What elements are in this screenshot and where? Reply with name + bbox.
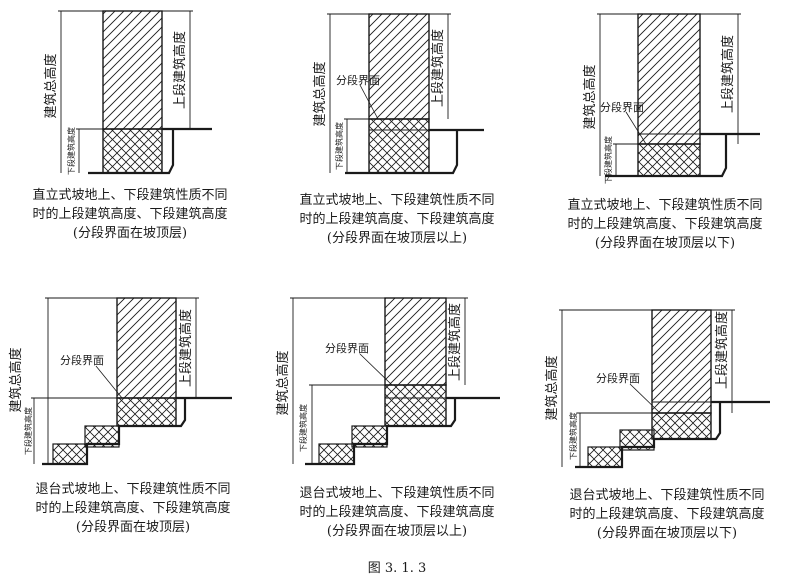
caption-line: (分段界面在坡顶层以上) xyxy=(326,231,468,246)
panel-5-upper-height-label: 上段建筑高度 xyxy=(447,303,463,381)
panel-3-total-height-label: 建筑总高度 xyxy=(582,64,598,129)
panel-4-lower-height-label: 下段建筑高度 xyxy=(23,407,33,455)
caption-line: (分段界面在坡顶层以下) xyxy=(594,236,736,251)
panel-4-interface-leader xyxy=(95,365,123,399)
caption-line: (分段界面在坡顶层以下) xyxy=(596,526,738,541)
panel-5-interface-label: 分段界面 xyxy=(325,341,369,355)
caption-line: 退台式坡地上、下段建筑性质不同 xyxy=(569,488,765,503)
panel-6-diagram: 分段界面 建筑总高度 上段建筑高度 下段建筑高度 xyxy=(544,309,770,469)
panel-5-total-height-label: 建筑总高度 xyxy=(275,350,291,415)
panel-1-caption: 直立式坡地上、下段建筑性质不同 时的上段建筑高度、下段建筑高度 (分段界面在坡顶… xyxy=(5,186,255,243)
panel-6-lower-height-label: 下段建筑高度 xyxy=(568,412,578,460)
panel-3-upper-height-label: 上段建筑高度 xyxy=(720,35,736,113)
caption-line: 退台式坡地上、下段建筑性质不同 xyxy=(299,486,495,501)
caption-line: 直立式坡地上、下段建筑性质不同 xyxy=(32,188,228,203)
panel-1-lower-block xyxy=(102,128,163,174)
caption-line: 时的上段建筑高度、下段建筑高度 xyxy=(299,505,495,520)
caption-line: (分段界面在坡顶层以上) xyxy=(326,524,468,539)
panel-6-upper-block xyxy=(651,309,712,414)
panel-2-diagram: 分段界面 建筑总高度 上段建筑高度 下段建筑高度 xyxy=(312,13,484,175)
panel-5-terrace-2 xyxy=(318,443,355,465)
panel-5-diagram: 分段界面 建筑总高度 上段建筑高度 下段建筑高度 xyxy=(275,297,500,466)
panel-1-diagram: 建筑总高度 上段建筑高度 下段建筑高度 xyxy=(43,10,212,175)
panel-4-upper-block xyxy=(116,297,177,399)
panel-4-upper-height-label: 上段建筑高度 xyxy=(178,309,194,387)
panel-3-diagram: 分段界面 建筑总高度 上段建筑高度 下段建筑高度 xyxy=(582,13,760,184)
figure-title: 图 3. 1. 3 xyxy=(367,561,427,576)
caption-line: 时的上段建筑高度、下段建筑高度 xyxy=(32,207,228,222)
panel-1-total-height-label: 建筑总高度 xyxy=(43,53,59,118)
panel-2-upper-block xyxy=(368,13,430,120)
caption-line: 时的上段建筑高度、下段建筑高度 xyxy=(299,212,495,227)
panel-4-caption: 退台式坡地上、下段建筑性质不同 时的上段建筑高度、下段建筑高度 (分段界面在坡顶… xyxy=(8,480,258,537)
caption-line: 直立式坡地上、下段建筑性质不同 xyxy=(299,193,495,208)
caption-line: (分段界面在坡顶层) xyxy=(72,226,188,241)
panel-6-terrace-2 xyxy=(587,446,623,468)
panel-5-ground-line xyxy=(305,396,500,466)
panel-1-upper-block xyxy=(102,10,163,130)
panel-6-interface-leader xyxy=(629,383,661,414)
panel-6-upper-height-label: 上段建筑高度 xyxy=(714,311,730,389)
panel-2-interface-leader xyxy=(359,84,379,120)
panel-5-interface-leader xyxy=(359,353,393,386)
panel-1-lower-height-label: 下段建筑高度 xyxy=(66,127,76,175)
panel-2-caption: 直立式坡地上、下段建筑性质不同 时的上段建筑高度、下段建筑高度 (分段界面在坡顶… xyxy=(272,191,522,248)
panel-6-caption: 退台式坡地上、下段建筑性质不同 时的上段建筑高度、下段建筑高度 (分段界面在坡顶… xyxy=(542,486,792,543)
caption-line: 时的上段建筑高度、下段建筑高度 xyxy=(567,217,763,232)
panel-2-interface-label: 分段界面 xyxy=(336,73,380,87)
panel-2-ground-line xyxy=(345,128,484,175)
panel-3-interface-label: 分段界面 xyxy=(600,100,644,114)
panel-4-terrace-2 xyxy=(52,443,88,465)
panel-3-upper-block xyxy=(637,13,701,145)
panel-3-caption: 直立式坡地上、下段建筑性质不同 时的上段建筑高度、下段建筑高度 (分段界面在坡顶… xyxy=(540,196,790,253)
panel-3-lower-block xyxy=(637,143,701,177)
panel-4-total-height-label: 建筑总高度 xyxy=(8,347,24,412)
caption-line: 时的上段建筑高度、下段建筑高度 xyxy=(569,507,765,522)
panel-6-lower-block xyxy=(651,412,712,440)
panel-2-total-height-label: 建筑总高度 xyxy=(312,61,328,126)
panel-1-ground-line xyxy=(88,127,212,175)
panel-1-upper-height-label: 上段建筑高度 xyxy=(172,31,188,109)
panel-4-ground-line xyxy=(42,396,232,466)
panel-5-lower-height-label: 下段建筑高度 xyxy=(298,404,308,452)
caption-line: (分段界面在坡顶层) xyxy=(75,520,191,535)
panel-4-interface-label: 分段界面 xyxy=(60,353,104,367)
panel-6-ground-line xyxy=(575,400,770,469)
panel-4-diagram: 分段界面 建筑总高度 上段建筑高度 下段建筑高度 xyxy=(8,297,232,466)
panel-6-interface-label: 分段界面 xyxy=(596,371,640,385)
panel-3-interface-leader xyxy=(625,111,647,145)
panel-6-total-height-label: 建筑总高度 xyxy=(544,355,560,420)
panel-3-ground-line xyxy=(605,132,760,178)
caption-line: 时的上段建筑高度、下段建筑高度 xyxy=(35,501,231,516)
panel-5-upper-block xyxy=(384,297,447,386)
caption-line: 直立式坡地上、下段建筑性质不同 xyxy=(567,198,763,213)
panel-2-lower-height-label: 下段建筑高度 xyxy=(334,122,344,170)
panel-5-caption: 退台式坡地上、下段建筑性质不同 时的上段建筑高度、下段建筑高度 (分段界面在坡顶… xyxy=(272,484,522,541)
panel-4-lower-block xyxy=(116,397,177,427)
panel-5-lower-block xyxy=(384,384,447,427)
panel-2-upper-height-label: 上段建筑高度 xyxy=(430,29,446,107)
panel-2-lower-block xyxy=(368,118,430,174)
caption-line: 退台式坡地上、下段建筑性质不同 xyxy=(35,482,231,497)
panel-3-lower-height-label: 下段建筑高度 xyxy=(603,136,613,184)
